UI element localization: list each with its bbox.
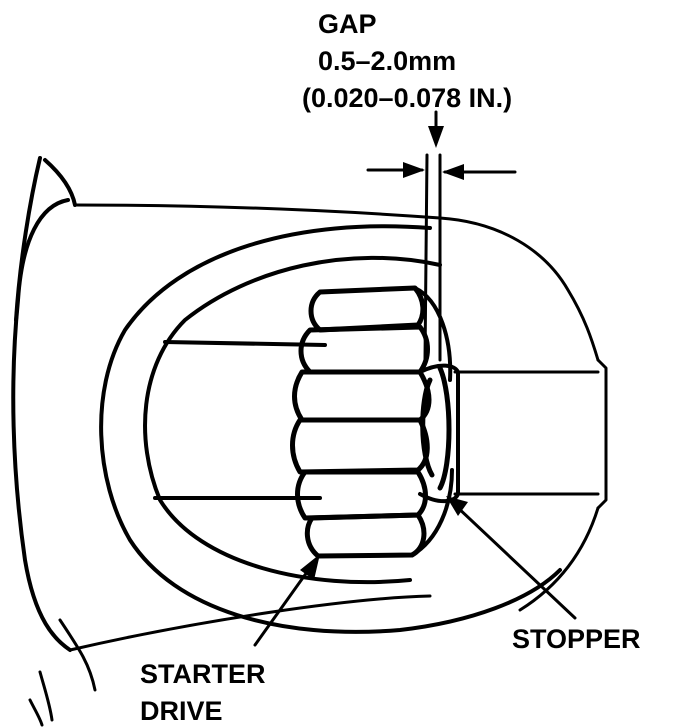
gap-metric: 0.5–2.0mm — [318, 46, 456, 76]
drive-shaft — [153, 340, 600, 500]
stopper-ring — [418, 363, 460, 504]
gap-title: GAP — [318, 9, 377, 39]
starter-drive-gear — [290, 285, 454, 559]
starter-drive-label-2: DRIVE — [140, 696, 223, 726]
gap-imperial: (0.020–0.078 IN.) — [302, 83, 512, 113]
housing-bore — [99, 224, 562, 634]
inner-circle — [143, 255, 442, 585]
leader-lines — [253, 496, 577, 647]
stopper-arrow — [446, 496, 468, 516]
starter-drive-label-1: STARTER — [140, 659, 266, 689]
gap-arrow-down — [428, 126, 444, 148]
gap-arrow-left — [403, 162, 425, 178]
gap-dimension — [366, 110, 517, 362]
starter-drive-arrow — [300, 554, 320, 580]
stopper-label: STOPPER — [512, 624, 641, 654]
starter-housing — [11, 156, 608, 727]
gap-arrow-right — [442, 164, 464, 180]
